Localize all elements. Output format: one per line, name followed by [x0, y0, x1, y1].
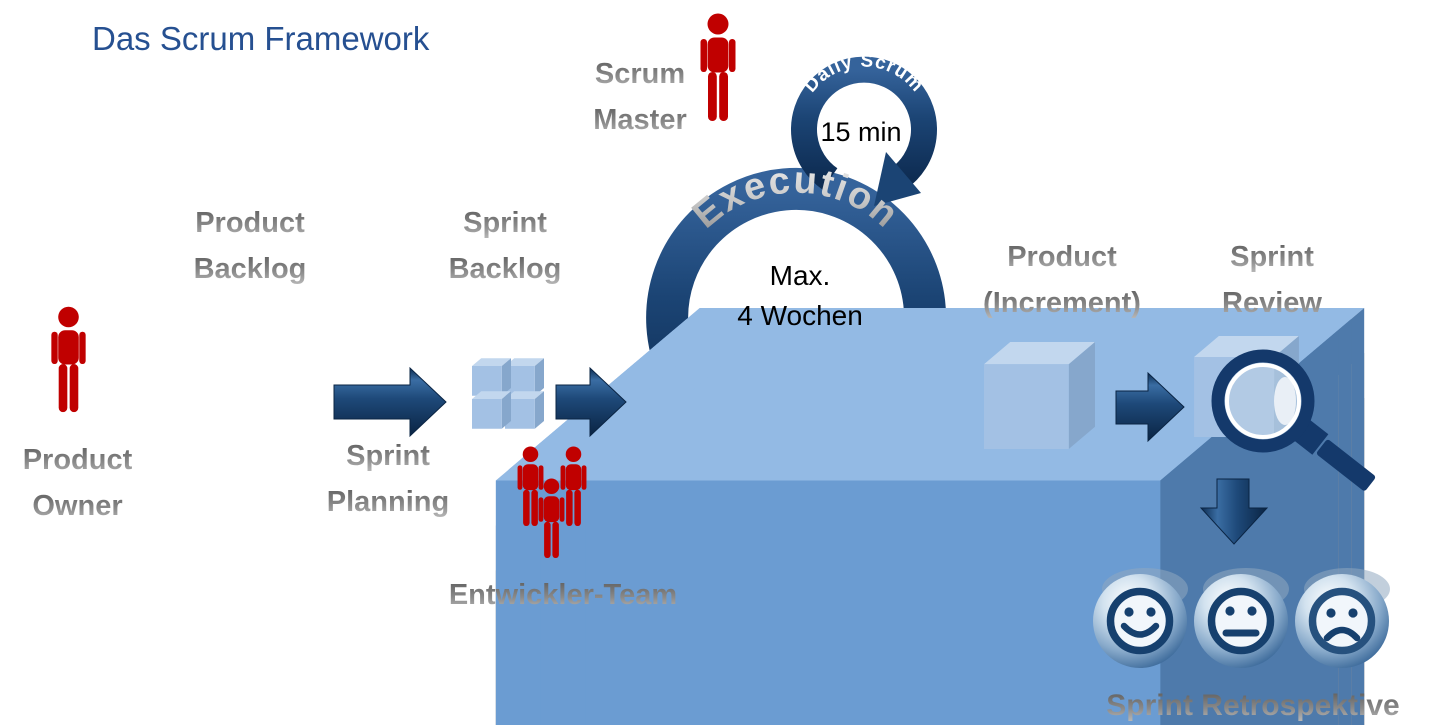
sprint-review-icon: [1194, 336, 1376, 491]
product-owner-label: Product Owner: [5, 437, 150, 529]
product-to-review-arrow-icon: [1115, 371, 1185, 443]
sprint-backlog-label: Sprint Backlog: [405, 200, 605, 292]
entwickler-team-label: Entwickler-Team: [413, 572, 713, 618]
product-increment-cube-icon: [984, 342, 1095, 449]
review-to-retro-arrow-icon: [1199, 478, 1269, 545]
sprint-retrospektive-label: Sprint Retrospektive: [1058, 683, 1448, 725]
scrum-master-label: Scrum Master: [575, 51, 705, 143]
sprint-planning-label: Sprint Planning: [288, 433, 488, 525]
product-owner-person-icon: [51, 306, 86, 413]
scrum-master-person-icon: [700, 13, 736, 121]
product-increment-label: Product (Increment): [952, 234, 1172, 326]
sprint-duration-label: Max. 4 Wochen: [737, 260, 863, 331]
neutral-face-icon: [1194, 568, 1289, 668]
daily-scrum-duration-label: 15 min: [820, 117, 902, 147]
page-title: Das Scrum Framework: [92, 20, 430, 57]
sprint-review-label: Sprint Review: [1162, 234, 1382, 326]
backlog-to-sprint-arrow-icon: [555, 366, 627, 438]
daily-scrum-loop-icon: [791, 56, 937, 206]
magnifier-icon: [1211, 349, 1376, 491]
happy-face-icon: [1093, 568, 1188, 668]
sprint-planning-arrow-icon: [333, 366, 447, 438]
product-backlog-label: Product Backlog: [150, 200, 350, 292]
sprint-backlog-cubes-icon: [472, 358, 544, 429]
sad-face-icon: [1295, 568, 1390, 668]
